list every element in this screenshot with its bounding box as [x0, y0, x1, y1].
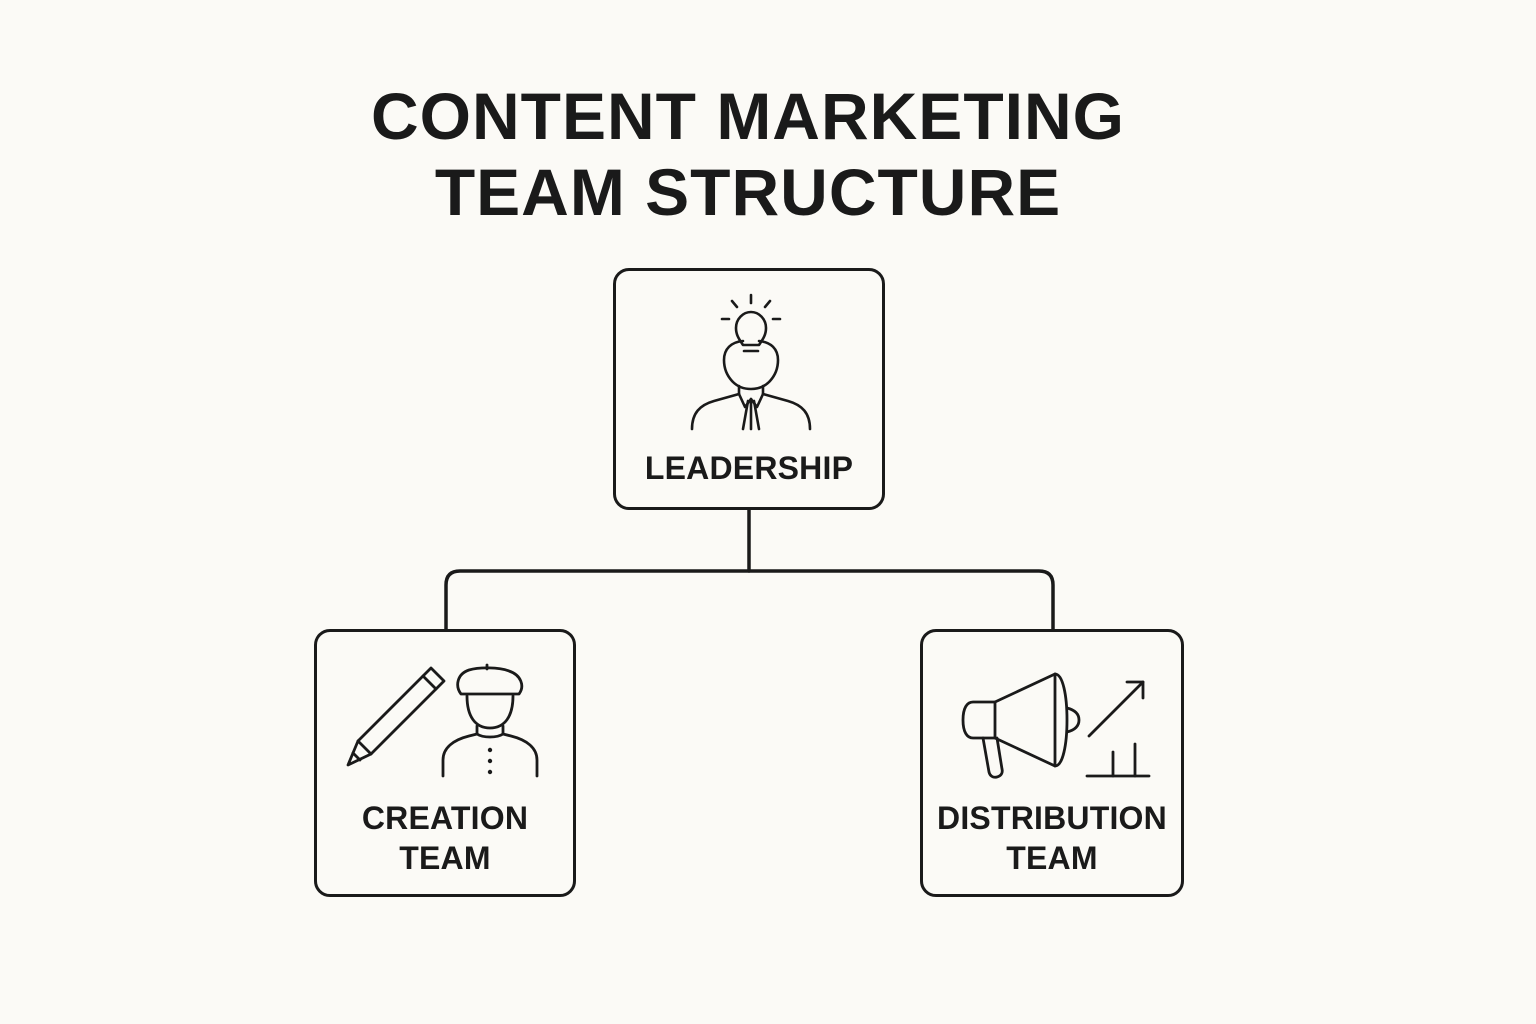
diagram-title: CONTENT MARKETING TEAM STRUCTURE: [0, 78, 1496, 230]
distribution-team-label: DISTRIBUTION TEAM: [923, 798, 1181, 878]
creation-team-label: CREATION TEAM: [317, 798, 573, 878]
leadership-node: LEADERSHIP: [613, 268, 885, 510]
creator-person-icon: [441, 663, 539, 778]
creation-label-line-2: TEAM: [399, 840, 491, 876]
creation-label-line-1: CREATION: [361, 800, 529, 836]
megaphone-icon: [961, 672, 1081, 779]
creation-team-node: CREATION TEAM: [314, 629, 576, 897]
title-line-1: CONTENT MARKETING: [371, 79, 1125, 153]
distribution-team-node: DISTRIBUTION TEAM: [920, 629, 1184, 897]
pencil-icon: [346, 666, 446, 767]
growth-chart-icon: [1085, 680, 1151, 778]
leader-lightbulb-icon: [690, 293, 812, 431]
distribution-label-line-2: TEAM: [1006, 840, 1098, 876]
title-line-2: TEAM STRUCTURE: [434, 155, 1062, 229]
leadership-label: LEADERSHIP: [644, 450, 854, 486]
distribution-label-line-1: DISTRIBUTION: [937, 800, 1167, 836]
connector-horizontal-branch: [444, 569, 1055, 631]
